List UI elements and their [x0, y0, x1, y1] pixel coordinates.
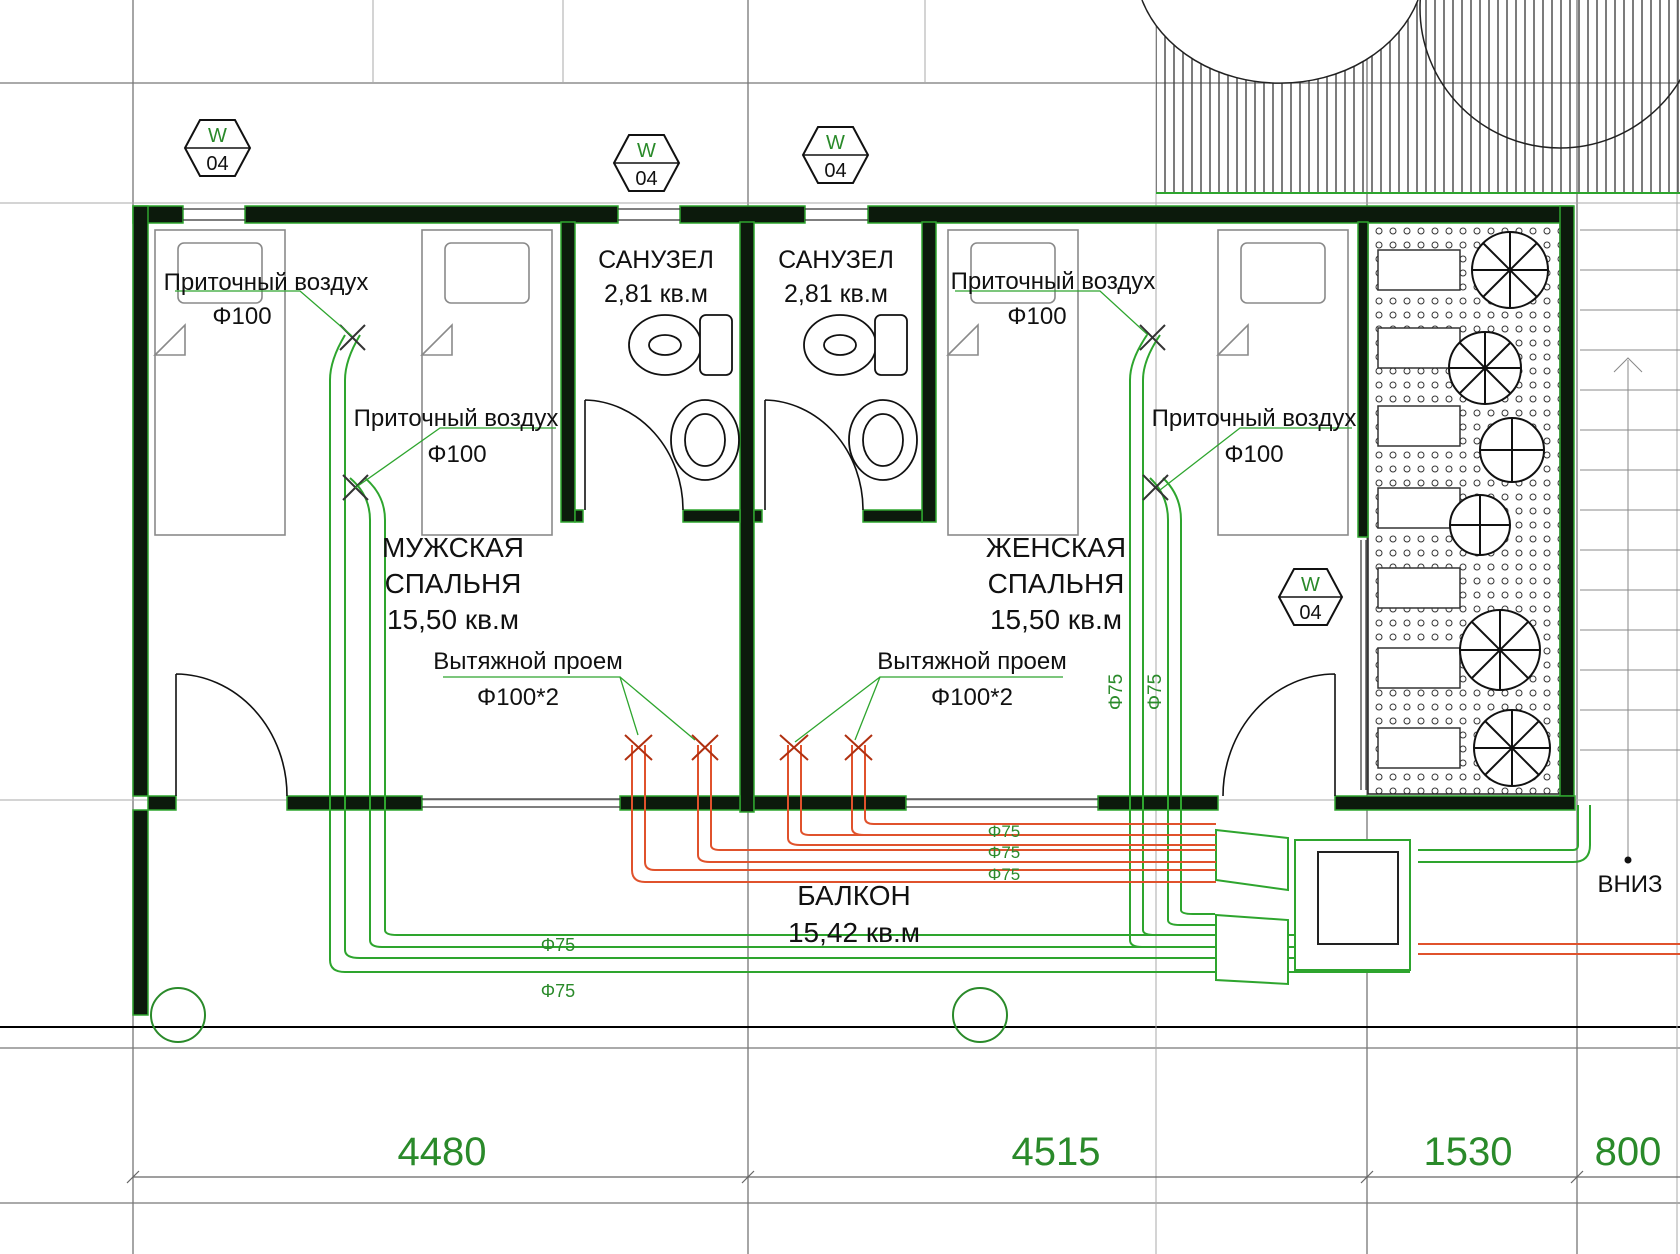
- planter-box: [1367, 221, 1561, 795]
- diffuser-icons: [624, 734, 873, 761]
- room-area: 15,50 кв.м: [990, 604, 1122, 635]
- dimension-value: 4480: [398, 1130, 487, 1174]
- window-tag-3: W 04: [801, 126, 870, 184]
- pipe-size-label: Φ75: [988, 865, 1020, 884]
- supply-annotation-1: Приточный воздух Φ100: [164, 269, 369, 330]
- pipe-size-label: Φ75: [541, 981, 575, 1001]
- leader-lines: [175, 290, 1352, 743]
- room-area: 2,81 кв.м: [784, 280, 888, 308]
- exhaust-size: Φ100*2: [477, 684, 559, 711]
- pipe-size-label: Φ75: [1106, 674, 1127, 710]
- room-area: 2,81 кв.м: [604, 280, 708, 308]
- dimension-value: 4515: [1012, 1130, 1101, 1174]
- staircase: [1580, 229, 1680, 860]
- room-name-line2: СПАЛЬНЯ: [988, 568, 1125, 599]
- toilet-and-sink-icons: [628, 314, 918, 481]
- window-tag-letter: W: [637, 140, 656, 162]
- supply-annotation-4: Приточный воздух Φ100: [1152, 405, 1357, 468]
- room-label-bath-left: САНУЗЕЛ 2,81 кв.м: [598, 246, 714, 308]
- exhaust-annotation-1: Вытяжной проем Φ100*2: [433, 648, 623, 711]
- room-name: САНУЗЕЛ: [778, 246, 894, 274]
- exhaust-annotation-2: Вытяжной проем Φ100*2: [877, 648, 1067, 711]
- supply-annotation-2: Приточный воздух Φ100: [354, 405, 559, 468]
- tree-canopies: [1141, 0, 1680, 194]
- pipe-size-label: Φ75: [541, 935, 575, 955]
- supply-ducts: [329, 334, 1591, 986]
- columns: [150, 987, 1008, 1043]
- window-tag-number: 04: [824, 160, 846, 182]
- exhaust-label: Вытяжной проем: [433, 648, 623, 675]
- pipe-size-label: Φ75: [988, 843, 1020, 862]
- window-tag-4: W 04: [1277, 568, 1344, 626]
- supply-annotation-3: Приточный воздух Φ100: [951, 268, 1156, 330]
- supply-size: Φ100: [212, 303, 271, 330]
- supply-label: Приточный воздух: [951, 268, 1156, 295]
- room-area: 15,50 кв.м: [387, 604, 519, 635]
- pipe-size-label: Φ75: [988, 822, 1020, 841]
- beds: [153, 229, 1349, 536]
- room-area: 15,42 кв.м: [788, 917, 920, 948]
- supply-label: Приточный воздух: [354, 405, 559, 432]
- room-name-line1: ЖЕНСКАЯ: [986, 532, 1126, 563]
- supply-size: Φ100: [427, 441, 486, 468]
- exhaust-label: Вытяжной проем: [877, 648, 1067, 675]
- windows: [183, 208, 1367, 808]
- window-tag-number: 04: [1299, 602, 1321, 624]
- room-label-male-bedroom: МУЖСКАЯ СПАЛЬНЯ 15,50 кв.м: [382, 532, 524, 635]
- shrub-icons: [1448, 231, 1551, 787]
- room-label-balcony: БАЛКОН 15,42 кв.м: [788, 880, 920, 948]
- supply-size: Φ100: [1007, 303, 1066, 330]
- dimension-line: [126, 1170, 1680, 1184]
- window-tag-1: W 04: [183, 119, 252, 177]
- dimension-value: 1530: [1424, 1130, 1513, 1174]
- window-tag-letter: W: [826, 132, 845, 154]
- room-label-female-bedroom: ЖЕНСКАЯ СПАЛЬНЯ 15,50 кв.м: [986, 532, 1126, 635]
- stair-arrow-dot: [1624, 856, 1632, 864]
- dimension-value: 800: [1595, 1130, 1662, 1174]
- exhaust-size: Φ100*2: [931, 684, 1013, 711]
- stairs-down-label: ВНИЗ: [1597, 871, 1662, 898]
- doors: [175, 399, 1336, 797]
- window-tag-number: 04: [206, 153, 228, 175]
- room-name: БАЛКОН: [797, 880, 910, 911]
- room-name: САНУЗЕЛ: [598, 246, 714, 274]
- window-tag-letter: W: [208, 125, 227, 147]
- room-name-line2: СПАЛЬНЯ: [385, 568, 522, 599]
- supply-label: Приточный воздух: [164, 269, 369, 296]
- window-tag-number: 04: [635, 168, 657, 190]
- supply-label: Приточный воздух: [1152, 405, 1357, 432]
- pipe-size-label: Φ75: [1145, 674, 1166, 710]
- room-name-line1: МУЖСКАЯ: [382, 532, 524, 563]
- window-tag-letter: W: [1301, 574, 1320, 596]
- exhaust-ducts: [631, 745, 1680, 955]
- supply-size: Φ100: [1224, 441, 1283, 468]
- room-label-bath-right: САНУЗЕЛ 2,81 кв.м: [778, 246, 894, 308]
- window-tag-2: W 04: [612, 134, 681, 192]
